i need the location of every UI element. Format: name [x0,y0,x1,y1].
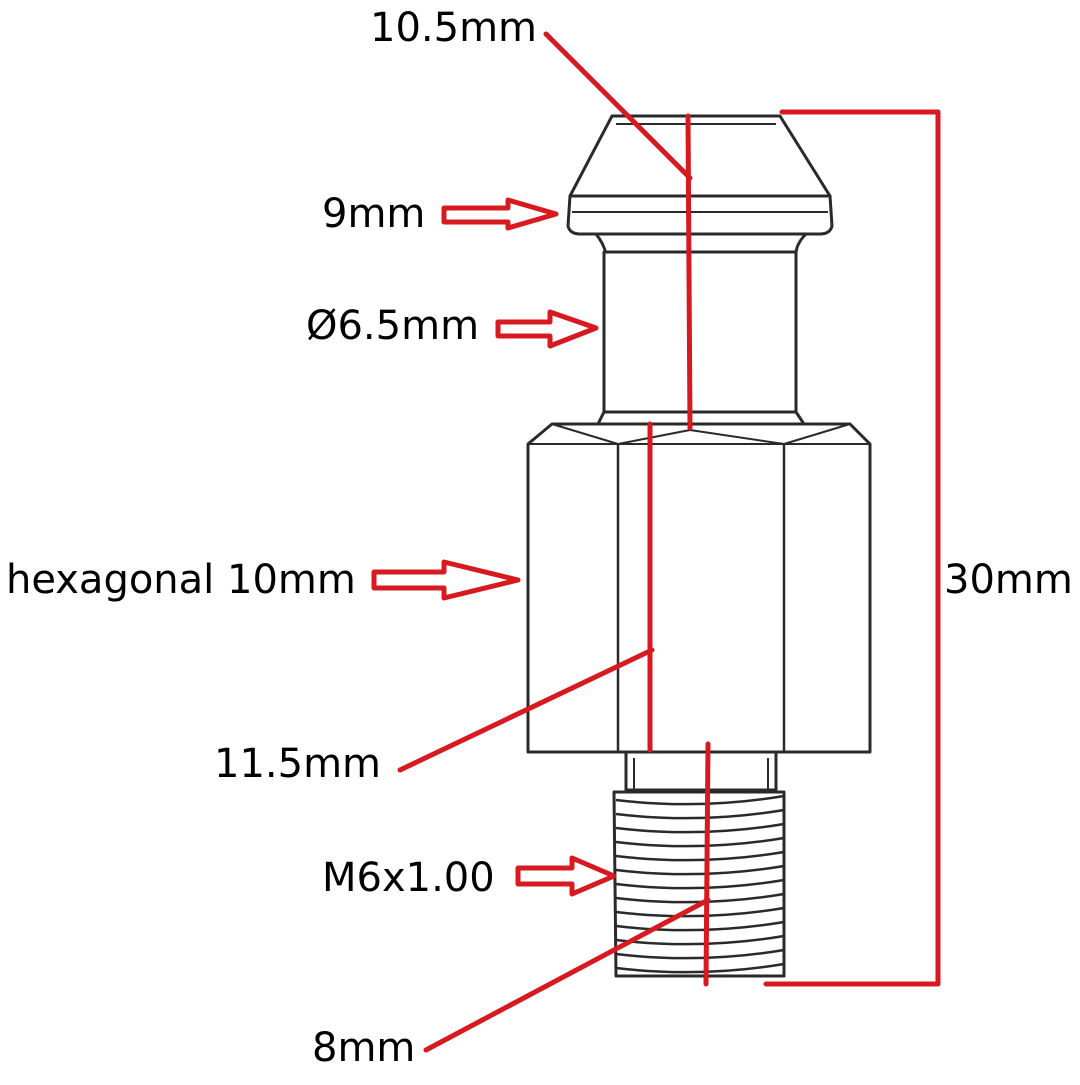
label-top-width: 10.5mm [370,5,537,51]
thread-line [615,850,785,862]
arrow-hex [371,559,521,601]
leader-hex-length [397,647,655,773]
arrow-collar [441,197,559,231]
label-thread: M6x1.00 [322,855,495,901]
annotations [371,31,941,1053]
thread-line [615,948,785,960]
shank-shoulder [596,410,806,426]
thread-line [615,864,785,876]
label-thread-length: 8mm [312,1025,416,1071]
label-collar: 9mm [322,191,426,237]
thread-line [615,962,785,974]
cone-head [568,114,832,198]
arrow-shank [495,309,599,349]
thread-line [615,794,785,806]
label-total-length: 30mm [944,557,1073,603]
thread-line [615,808,785,820]
label-hex-length: 11.5mm [214,741,381,787]
thread-line [615,836,785,848]
leader-thread-length [423,897,711,1053]
thread-line [615,906,785,918]
arrow-thread [515,855,617,897]
collar-ring [566,194,834,236]
total-length-bracket [763,109,941,987]
thread-neck [624,750,778,792]
shank [602,250,798,414]
label-hex: hexagonal 10mm [6,557,356,603]
thread-lines [615,794,785,974]
hex-body [526,422,872,754]
thread-length-line [703,741,711,987]
thread-line [615,920,785,932]
label-shank-diameter: Ø6.5mm [306,303,480,349]
thread-line [615,878,785,890]
valve-stem-part [526,114,872,978]
thread-line [615,934,785,946]
axis-line-upper [685,113,693,431]
thread-line [615,822,785,834]
leader-top-width [543,31,693,181]
